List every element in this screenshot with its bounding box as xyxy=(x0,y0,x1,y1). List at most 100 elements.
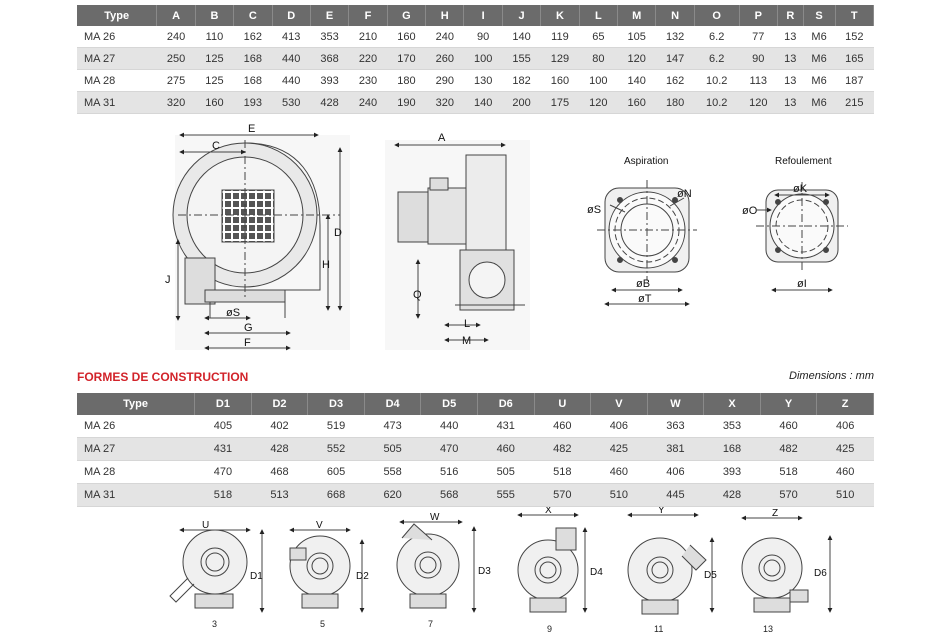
construction-forms-table-column-header: D3 xyxy=(307,393,365,415)
dimensions-table-value-cell: 168 xyxy=(233,47,273,70)
dimensions-table-value-cell: 200 xyxy=(502,91,541,114)
dimensions-table-value-cell: 119 xyxy=(540,26,580,48)
form-11-side-label: D5 xyxy=(704,570,717,581)
construction-forms-table-value-cell: 460 xyxy=(477,437,535,461)
dimensions-table-value-cell: 120 xyxy=(617,47,656,70)
dimensions-table-column-header: H xyxy=(425,5,465,26)
form-3-side-label: D1 xyxy=(250,571,263,582)
dimensions-table-value-cell: 120 xyxy=(739,91,778,114)
construction-forms-table-column-header: X xyxy=(703,393,761,415)
construction-forms-table-column-header: D6 xyxy=(477,393,535,415)
dimensions-table-column-header: A xyxy=(156,5,196,26)
construction-forms-table-value-cell: 406 xyxy=(590,415,648,438)
aspiration-label-B: øB xyxy=(636,278,650,290)
dimensions-table-value-cell: 240 xyxy=(425,26,464,48)
dimensions-table-value-cell: 100 xyxy=(463,47,503,70)
dimensions-table-value-cell: 100 xyxy=(579,69,618,92)
form-7-top-label: W xyxy=(430,512,440,523)
form-11-top-label: Y xyxy=(658,505,665,516)
construction-forms-table-value-cell: 668 xyxy=(307,483,365,507)
dim-label-J: J xyxy=(165,274,171,286)
dimensions-table-value-cell: 80 xyxy=(579,47,618,70)
construction-forms-table-value-cell: 393 xyxy=(703,460,761,484)
dimensions-table-value-cell: 220 xyxy=(348,47,388,70)
dimensions-table-column-header: F xyxy=(348,5,388,26)
construction-forms-table-column-header: V xyxy=(590,393,648,415)
dimensions-table-column-header: L xyxy=(579,5,619,26)
construction-forms-table-value-cell: 570 xyxy=(760,483,817,507)
dimensions-table-value-cell: 170 xyxy=(387,47,426,70)
dimensions-table-value-cell: 190 xyxy=(387,91,426,114)
dimensions-table-column-header: C xyxy=(233,5,273,26)
construction-forms-table-value-cell: 516 xyxy=(420,460,478,484)
dimensions-table-value-cell: 180 xyxy=(655,91,695,114)
dimensions-table-value-cell: 10.2 xyxy=(694,91,740,114)
dimensions-table-value-cell: 182 xyxy=(502,69,541,92)
dimensions-table-column-header: T xyxy=(835,5,875,26)
aspiration-title: Aspiration xyxy=(624,156,668,167)
units-note: Dimensions : mm xyxy=(789,370,874,382)
dimensions-table-type-cell: MA 28 xyxy=(77,69,157,92)
dimensions-table-value-cell: 215 xyxy=(835,91,874,114)
dimensions-table-value-cell: 90 xyxy=(463,26,503,48)
dimensions-table-value-cell: 140 xyxy=(463,91,503,114)
dimensions-table-value-cell: 168 xyxy=(233,69,273,92)
construction-forms-table-column-header: D1 xyxy=(194,393,252,415)
dim-label-M: M xyxy=(462,335,471,347)
dimensions-table-value-cell: M6 xyxy=(803,26,836,48)
dimensions-table-column-header: J xyxy=(502,5,542,26)
construction-forms-table-value-cell: 555 xyxy=(477,483,535,507)
form-5-number: 5 xyxy=(320,619,325,629)
dimensions-table-column-header: I xyxy=(463,5,503,26)
dimensions-table-value-cell: 155 xyxy=(502,47,541,70)
form-7-drawing xyxy=(396,519,477,613)
dimensions-table-value-cell: 165 xyxy=(835,47,874,70)
refoulement-flange-drawing xyxy=(756,182,848,293)
form-13-number: 13 xyxy=(763,624,773,634)
dimensions-table-type-cell: MA 27 xyxy=(77,47,157,70)
construction-forms-table-value-cell: 468 xyxy=(251,460,308,484)
construction-forms-table-value-cell: 431 xyxy=(477,415,535,438)
dimensions-table-column-header: P xyxy=(739,5,778,26)
construction-forms-table-column-header: D4 xyxy=(364,393,422,415)
form-7-side-label: D3 xyxy=(478,566,491,577)
form-11-drawing xyxy=(627,512,715,615)
construction-forms-table-value-cell: 428 xyxy=(251,437,308,461)
dimensions-table-column-header: N xyxy=(655,5,695,26)
dimensions-table-value-cell: 250 xyxy=(156,47,196,70)
construction-forms-table-column-header: Y xyxy=(760,393,818,415)
construction-forms-table-value-cell: 518 xyxy=(194,483,252,507)
dim-label-Q: Q xyxy=(413,289,422,301)
dimensions-table-value-cell: 13 xyxy=(777,91,804,114)
construction-forms-table-value-cell: 402 xyxy=(251,415,308,438)
dimensions-table-value-cell: 6.2 xyxy=(694,26,740,48)
construction-forms-table-value-cell: 460 xyxy=(590,460,648,484)
form-13-drawing xyxy=(741,515,833,613)
dimensions-table-value-cell: 13 xyxy=(777,69,804,92)
refoulement-title: Refoulement xyxy=(775,156,832,167)
construction-forms-table-column-header: Z xyxy=(816,393,874,415)
dimensions-table-value-cell: 125 xyxy=(195,69,234,92)
construction-forms-table-value-cell: 518 xyxy=(760,460,817,484)
construction-forms-table-value-cell: 425 xyxy=(590,437,648,461)
dimensions-table-value-cell: 320 xyxy=(425,91,464,114)
dim-label-A: A xyxy=(438,132,446,144)
construction-forms-table-column-header: Type xyxy=(77,393,196,415)
dim-label-D: D xyxy=(334,227,342,239)
construction-forms-table-column-header: D5 xyxy=(420,393,478,415)
aspiration-flange-drawing xyxy=(597,180,697,307)
construction-forms-table-value-cell: 620 xyxy=(364,483,421,507)
construction-forms-table-value-cell: 363 xyxy=(647,415,704,438)
dimensions-table-value-cell: 160 xyxy=(387,26,426,48)
dimensions-table-type-cell: MA 31 xyxy=(77,91,157,114)
dimensions-table-value-cell: 65 xyxy=(579,26,618,48)
dimensions-table-value-cell: 275 xyxy=(156,69,196,92)
form-3-drawing xyxy=(169,527,265,613)
